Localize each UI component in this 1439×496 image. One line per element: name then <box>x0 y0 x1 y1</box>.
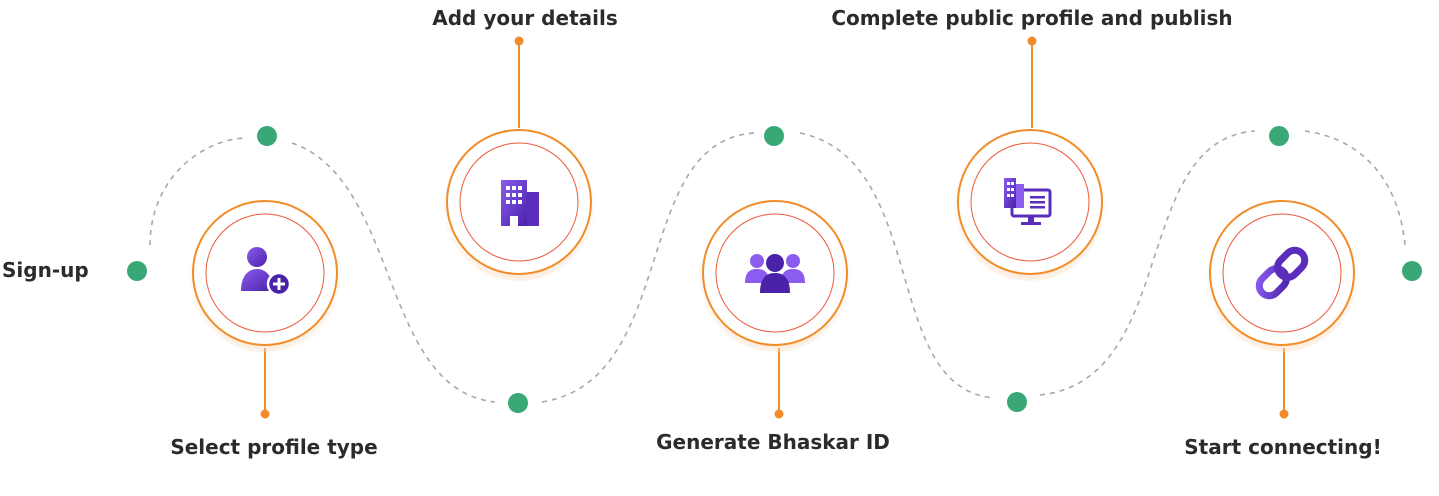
step-label-4: Complete public profile and publish <box>831 6 1233 30</box>
connector-dot-5 <box>1279 409 1289 419</box>
path-dot-3 <box>764 126 784 146</box>
path-dot-1 <box>257 126 277 146</box>
monitor-building-icon <box>1004 178 1052 225</box>
connector-dot-2 <box>514 36 524 46</box>
path-dot-end <box>1402 261 1422 281</box>
connector-dot-1 <box>260 409 270 419</box>
path-dot-start <box>127 261 147 281</box>
group-icon <box>745 254 805 293</box>
dashed-path <box>149 130 1406 403</box>
add-user-icon <box>241 247 292 297</box>
connector-dot-4 <box>1027 36 1037 46</box>
step-label-1: Select profile type <box>170 435 378 459</box>
path-dot-5 <box>1269 126 1289 146</box>
step-label-3: Generate Bhaskar ID <box>656 430 890 454</box>
step-circle-3 <box>699 200 851 352</box>
building-icon <box>501 180 539 226</box>
link-icon <box>1255 246 1309 300</box>
path-dot-4 <box>1007 392 1027 412</box>
start-label: Sign-up <box>2 258 89 282</box>
step-circle-4 <box>954 129 1106 281</box>
connector-dot-3 <box>774 409 784 419</box>
path-dot-2 <box>508 393 528 413</box>
step-label-2: Add your details <box>432 6 618 30</box>
step-label-5: Start connecting! <box>1184 435 1382 459</box>
